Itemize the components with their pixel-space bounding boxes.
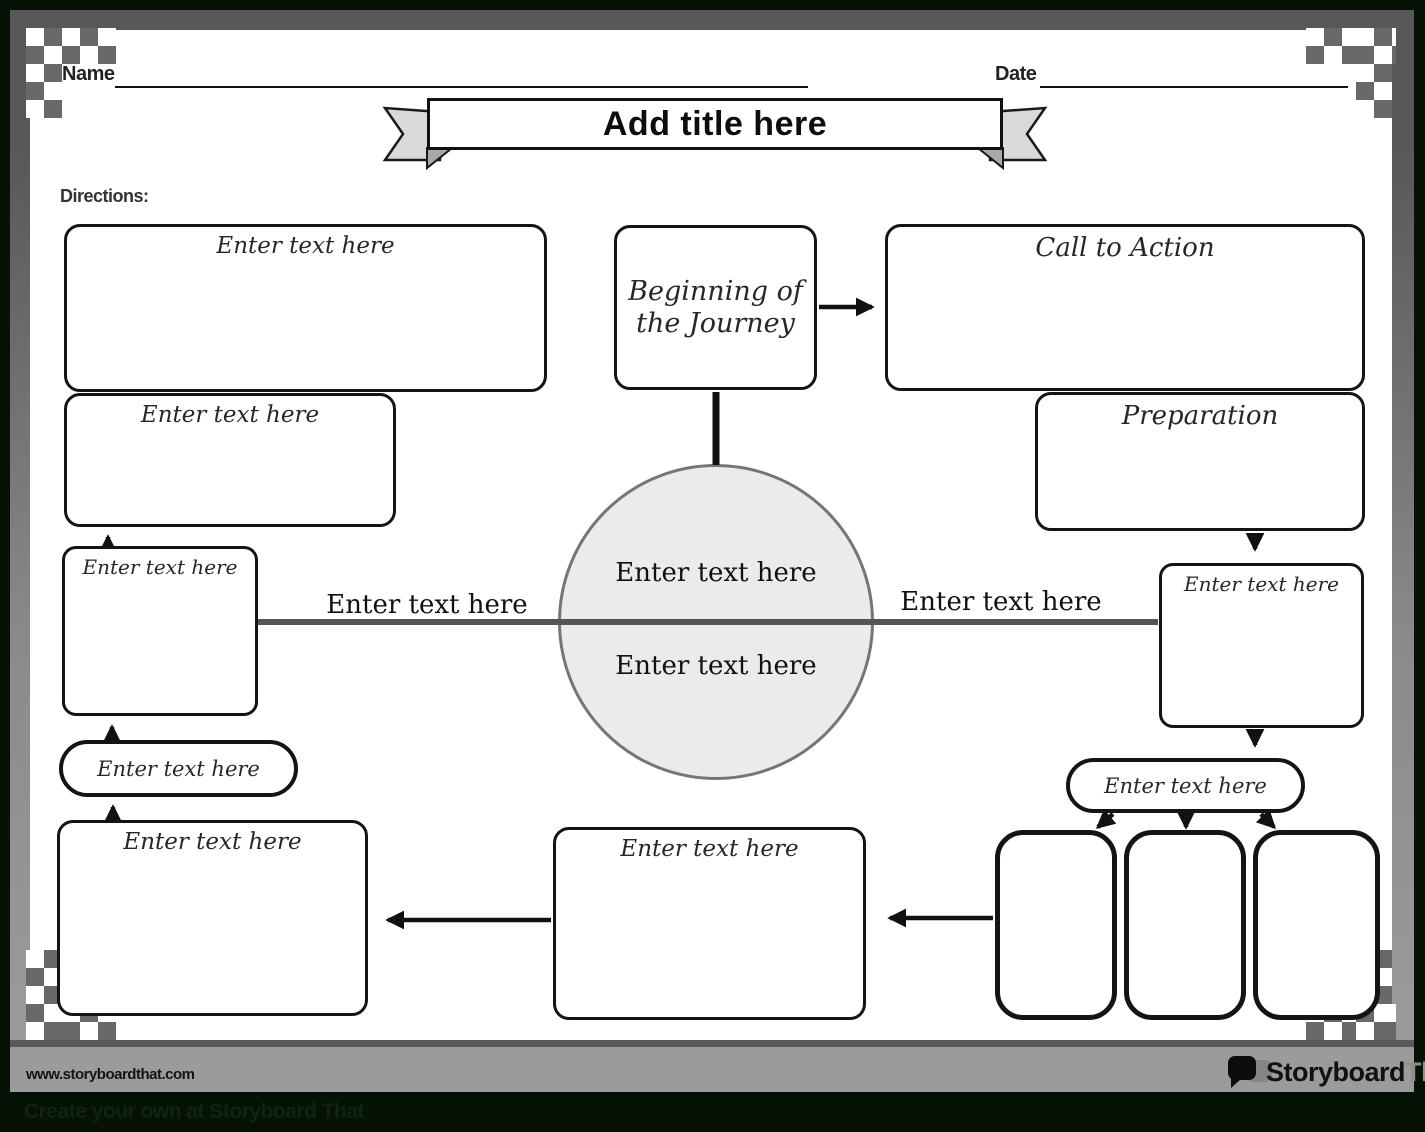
call-to-action-label: Call to Action — [1035, 233, 1215, 263]
bottom-center-box-label: Enter text here — [620, 836, 799, 862]
right-pill-label: Enter text here — [1104, 773, 1267, 798]
right-pill[interactable]: Enter text here — [1066, 758, 1305, 813]
name-input-line[interactable] — [115, 86, 808, 88]
left-box-3-label: Enter text here — [82, 555, 238, 579]
bottom-left-box-label: Enter text here — [123, 829, 302, 855]
speech-bubble-tail-icon — [1231, 1079, 1241, 1088]
speech-bubble-icon — [1228, 1056, 1256, 1080]
central-circle[interactable] — [558, 464, 874, 780]
left-box-3[interactable]: Enter text here — [62, 546, 258, 716]
bottom-center-box[interactable]: Enter text here — [553, 827, 866, 1020]
date-label: Date — [995, 63, 1037, 85]
frame-right-edge — [1392, 150, 1414, 1040]
line-label-right[interactable]: Enter text here — [900, 587, 1102, 617]
circle-bottom-text[interactable]: Enter text here — [615, 651, 817, 681]
watermark-text: Create your own at Storyboard That — [24, 1100, 365, 1123]
left-box-2[interactable]: Enter text here — [64, 393, 396, 527]
journey-box[interactable]: Beginning of the Journey — [614, 225, 817, 390]
left-pill-label: Enter text here — [97, 756, 260, 781]
top-left-box[interactable]: Enter text here — [64, 224, 547, 392]
checker-top-left-v — [26, 28, 62, 118]
brand-text: Storyboard — [1266, 1057, 1406, 1087]
brand-suffix-text: That — [1405, 1057, 1425, 1087]
card-2[interactable] — [1124, 830, 1246, 1020]
call-to-action-box[interactable]: Call to Action — [885, 224, 1365, 391]
left-box-2-label: Enter text here — [140, 402, 320, 428]
left-pill[interactable]: Enter text here — [59, 740, 298, 797]
title-banner[interactable]: Add title here — [427, 98, 1003, 150]
right-box[interactable]: Enter text here — [1159, 563, 1364, 728]
name-label: Name — [62, 63, 115, 85]
frame-left-edge — [10, 150, 30, 1040]
directions-label: Directions: — [60, 186, 149, 206]
line-label-left[interactable]: Enter text here — [326, 590, 528, 620]
checker-top-right-v — [1356, 28, 1392, 118]
preparation-label: Preparation — [1121, 401, 1279, 431]
bottom-left-box[interactable]: Enter text here — [57, 820, 368, 1016]
banner-title-text: Add title here — [602, 104, 828, 143]
website-link[interactable]: www.storyboardthat.com — [26, 1066, 195, 1083]
journey-box-label: Beginning of the Journey — [628, 275, 803, 339]
card-3[interactable] — [1253, 830, 1380, 1020]
circle-top-text[interactable]: Enter text here — [615, 558, 817, 588]
top-left-box-label: Enter text here — [216, 233, 395, 259]
preparation-box[interactable]: Preparation — [1035, 392, 1365, 531]
card-1[interactable] — [995, 830, 1117, 1020]
date-input-line[interactable] — [1040, 86, 1348, 88]
checker-bottom-left-v — [26, 950, 62, 1040]
footer-band — [10, 1040, 1414, 1092]
right-box-label: Enter text here — [1184, 572, 1339, 596]
